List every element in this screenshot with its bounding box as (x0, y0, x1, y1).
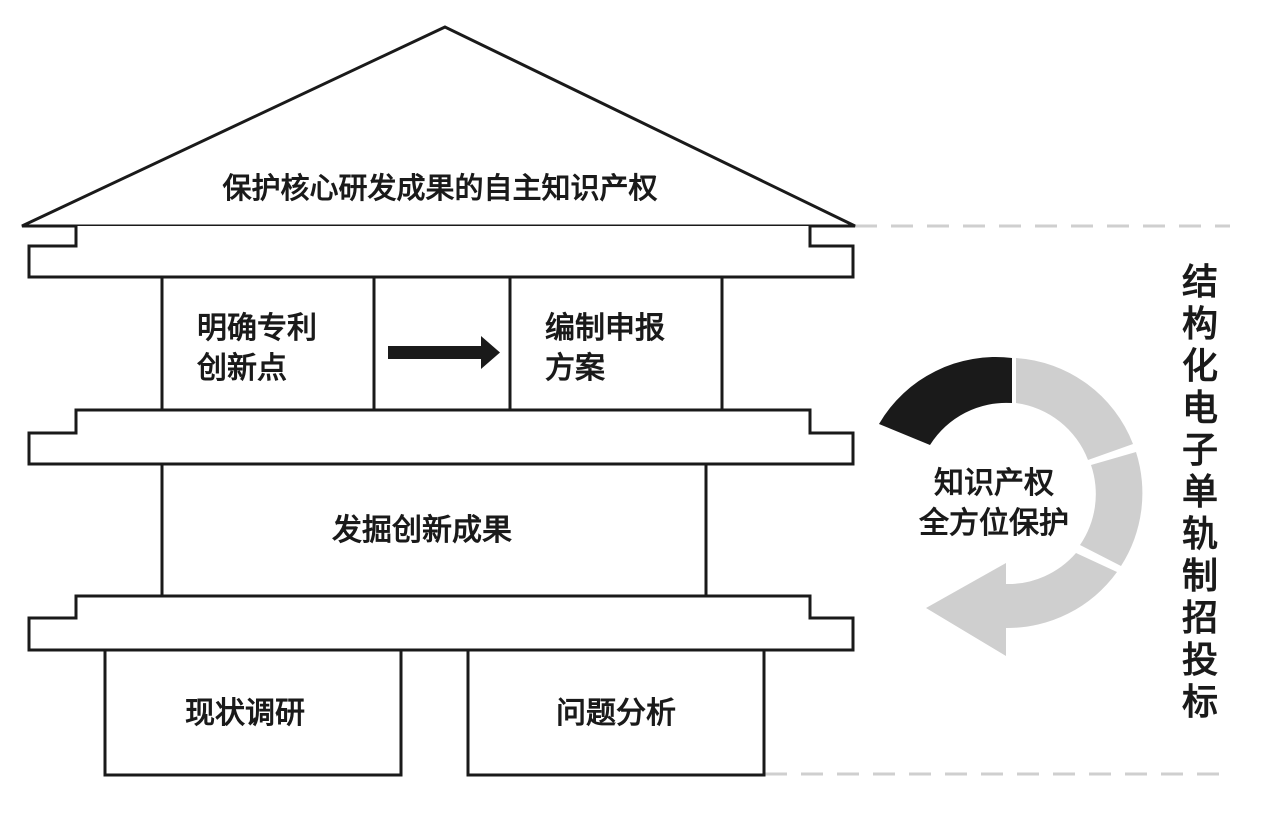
side-title-char: 制 (1182, 556, 1218, 597)
slab-bottom (27, 594, 855, 652)
slab-middle (27, 408, 855, 466)
upper-left-line1: 明确专利 (197, 311, 317, 346)
upper-right-box (508, 275, 724, 412)
cycle-line1: 知识产权 (934, 466, 1054, 501)
side-title: 结 构 化 电 子 单 轨 制 招 投 标 (1182, 262, 1218, 723)
cycle-segment-dark (879, 357, 1012, 445)
roof-title: 保护核心研发成果的自主知识产权 (221, 171, 657, 205)
foundation-right-box (466, 648, 766, 777)
upper-left-box (160, 275, 376, 412)
upper-left-line2: 创新点 (196, 351, 287, 386)
side-title-char: 单 (1182, 472, 1218, 513)
cycle-line2: 全方位保护 (918, 506, 1069, 541)
cycle-segment-light-2 (1080, 452, 1143, 566)
upper-right-line2: 方案 (545, 351, 606, 386)
side-title-char: 轨 (1182, 514, 1218, 555)
side-title-char: 子 (1182, 430, 1218, 471)
cycle-segment-light-1 (1016, 358, 1133, 460)
side-title-char: 投 (1182, 640, 1218, 681)
middle-floor-box (160, 462, 708, 598)
side-title-char: 电 (1182, 388, 1218, 429)
foundation-right-label: 问题分析 (556, 696, 676, 731)
side-title-char: 标 (1182, 682, 1218, 723)
middle-floor-label: 发掘创新成果 (331, 513, 512, 548)
foundation-left-box (103, 648, 403, 777)
side-title-char: 构 (1182, 304, 1218, 345)
side-title-char: 结 (1182, 262, 1218, 303)
cycle-segment-light-3-arrow (926, 553, 1117, 656)
upper-right-line1: 编制申报 (545, 311, 665, 346)
right-arrow-icon (388, 336, 500, 369)
cycle-ring (879, 357, 1143, 656)
slab-top (27, 226, 855, 279)
side-title-char: 招 (1182, 598, 1218, 639)
foundation-left-label: 现状调研 (185, 696, 305, 731)
side-title-char: 化 (1182, 346, 1218, 387)
